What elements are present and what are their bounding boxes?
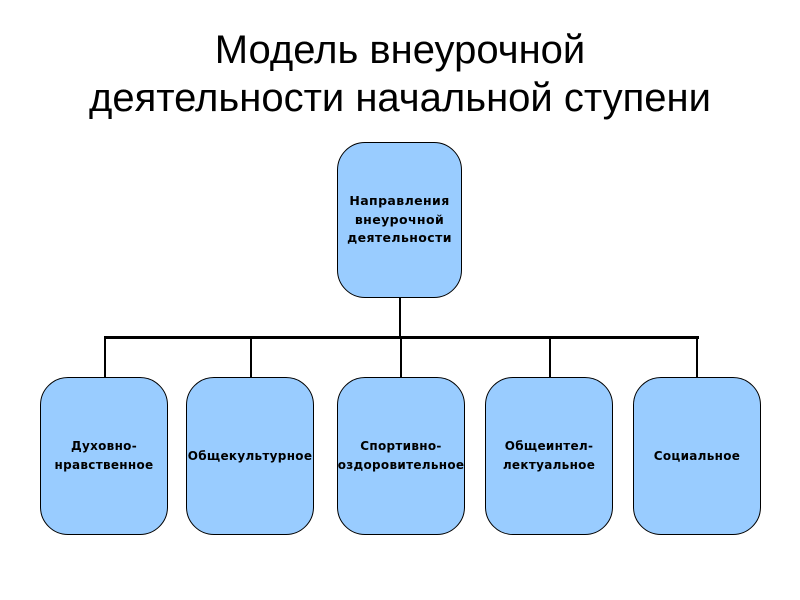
connector-drop-1 xyxy=(103,337,107,378)
diagram-node-root-directions: Направления внеурочной деятельности xyxy=(337,142,462,298)
connector-drop-2 xyxy=(249,337,253,378)
diagram-node-social: Социальное xyxy=(633,377,761,535)
diagram-node-sports-health: Спортивно- оздоровительное xyxy=(337,377,465,535)
connector-drop-5 xyxy=(695,337,699,378)
connector-drop-4 xyxy=(548,337,552,378)
connector-root-stem xyxy=(398,297,402,338)
diagram-node-spiritual-moral: Духовно- нравственное xyxy=(40,377,168,535)
diagram-node-general-intellectual: Общеинтел- лектуальное xyxy=(485,377,613,535)
connector-drop-3 xyxy=(399,337,403,378)
diagram-node-general-cultural: Общекультурное xyxy=(186,377,314,535)
slide-title: Модель внеурочной деятельности начальной… xyxy=(89,28,711,120)
